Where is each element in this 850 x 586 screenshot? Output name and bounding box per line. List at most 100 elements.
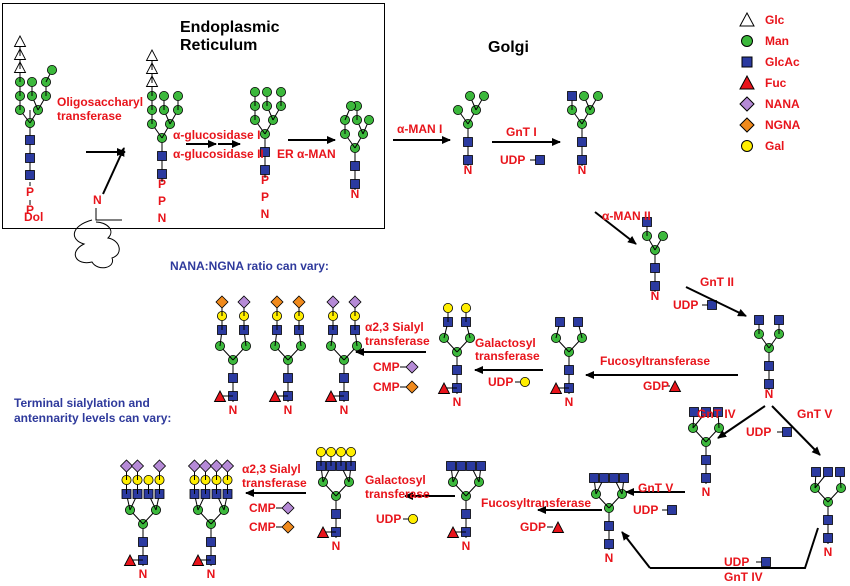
glcnac-square — [260, 147, 270, 157]
legend-gal-icon — [741, 140, 753, 152]
nana-diamond — [220, 459, 235, 473]
cmp-ngna-icon — [281, 520, 295, 534]
glcnac-square — [25, 153, 35, 163]
udp-galactose-icon — [407, 514, 418, 525]
gnt4-label: GnT IV — [697, 407, 736, 421]
protein-chain — [74, 208, 122, 269]
fucose-triangle — [437, 382, 451, 394]
asparagine-label: N — [453, 395, 462, 409]
fucose-triangle — [316, 526, 330, 538]
glcnac-square — [823, 515, 833, 525]
glcnac-square — [754, 315, 764, 325]
alpha-man-2-arrow — [594, 211, 637, 245]
golgi-title: Golgi — [488, 39, 529, 56]
legend-item-glc: Glc — [739, 12, 839, 30]
mannose-circle — [593, 91, 604, 102]
glcnac-square — [350, 179, 360, 189]
legend-fuc-icon — [739, 75, 755, 90]
udp-gnt4-bottom-label: UDP — [724, 555, 750, 569]
glcnac-square — [555, 317, 565, 327]
asparagine-label: N — [565, 395, 574, 409]
cmp-upper-a-label: CMP — [373, 360, 400, 374]
legend-man-icon — [741, 35, 753, 47]
gnt4-arrow — [717, 405, 766, 439]
phosphate-label: P — [158, 177, 166, 191]
glcnac-square — [573, 317, 583, 327]
glcnac-square — [701, 473, 711, 483]
glcnac-square — [452, 365, 462, 375]
gnt5-label-a: GnT V — [797, 407, 833, 421]
cmp-upper-b-label: CMP — [373, 380, 400, 394]
mannose-circle — [478, 91, 489, 102]
udp-gnt1-label: UDP — [500, 153, 526, 167]
udp-glcnac-icon — [782, 427, 792, 437]
asparagine-label: N — [605, 551, 614, 565]
glcnac-square — [461, 509, 471, 519]
asparagine-label: N — [332, 539, 341, 553]
nana-diamond — [119, 459, 134, 473]
fucose-triangle — [268, 390, 282, 402]
glucosidase-2-label: α-glucosidase II — [173, 147, 264, 161]
glcnac-square — [564, 365, 574, 375]
er-title-line2: Reticulum — [180, 37, 258, 54]
legend-glc-icon — [739, 12, 755, 27]
terminal-sialylation-note-2: antennarity levels can vary: — [14, 411, 172, 425]
glcnac-square — [835, 467, 845, 477]
glcnac-square — [811, 467, 821, 477]
glucosidase-1-label: α-glucosidase I — [173, 128, 261, 142]
udp-gnt2-label: UDP — [673, 298, 699, 312]
nana-diamond — [187, 459, 202, 473]
glcnac-square — [774, 315, 784, 325]
ost-label-1: Oligosaccharyl — [57, 95, 144, 109]
asparagine-label: N — [351, 187, 360, 201]
fucose-triangle — [324, 390, 338, 402]
asparagine-label: N — [158, 211, 167, 225]
glcnac-square — [25, 170, 35, 180]
mannose-circle — [464, 91, 475, 102]
sialyltransferase-lower-label-2: transferase — [242, 476, 307, 490]
galactosyltransferase-lower-label-1: Galactosyl — [365, 473, 426, 487]
ngna-diamond — [292, 295, 306, 309]
phosphate-label: P — [261, 173, 269, 187]
alpha-man-1-label: α-MAN I — [397, 122, 443, 136]
asparagine-label: N — [207, 567, 216, 581]
legend-item-nana: NANA — [739, 96, 839, 114]
terminal-sialylation-note-1: Terminal sialylation and — [14, 396, 150, 410]
nana-diamond — [209, 459, 224, 473]
fucose-triangle — [549, 382, 563, 394]
mannose-circle — [452, 105, 463, 116]
udp-gal-lower-label: UDP — [376, 512, 402, 526]
glcnac-square — [25, 135, 35, 145]
glcnac-square — [577, 155, 587, 165]
legend-item-glcac: GlcAc — [739, 54, 839, 72]
nana-diamond — [130, 459, 145, 473]
fucose-triangle — [213, 390, 227, 402]
legend-glcac-icon — [741, 56, 753, 68]
glcnac-square — [823, 467, 833, 477]
gdp-upper-label: GDP — [643, 379, 670, 393]
asparagine-label: N — [261, 207, 270, 221]
galactose-circle — [315, 446, 326, 457]
fucose-triangle — [446, 526, 460, 538]
glcnac-square — [157, 169, 167, 179]
asparagine-label: N — [702, 485, 711, 499]
glcnac-square — [689, 407, 699, 417]
glcnac-square — [764, 379, 774, 389]
glcnac-square — [609, 473, 619, 483]
glcnac-square — [650, 281, 660, 291]
cmp-lower-b-label: CMP — [249, 520, 276, 534]
glcnac-square — [446, 461, 456, 471]
asparagine-label: N — [462, 539, 471, 553]
ngna-diamond — [270, 295, 284, 309]
udp-glcnac-icon — [667, 505, 677, 515]
glcnac-square — [283, 373, 293, 383]
glcnac-square — [764, 361, 774, 371]
gnt4-bottom-path — [650, 527, 819, 569]
glcnac-square — [350, 161, 360, 171]
glcnac-square — [589, 473, 599, 483]
legend-nana-icon — [739, 96, 755, 112]
mannose-circle — [658, 230, 669, 241]
fucose-triangle — [123, 554, 137, 566]
nana-ngna-ratio-note: NANA:NGNA ratio can vary: — [170, 259, 329, 273]
